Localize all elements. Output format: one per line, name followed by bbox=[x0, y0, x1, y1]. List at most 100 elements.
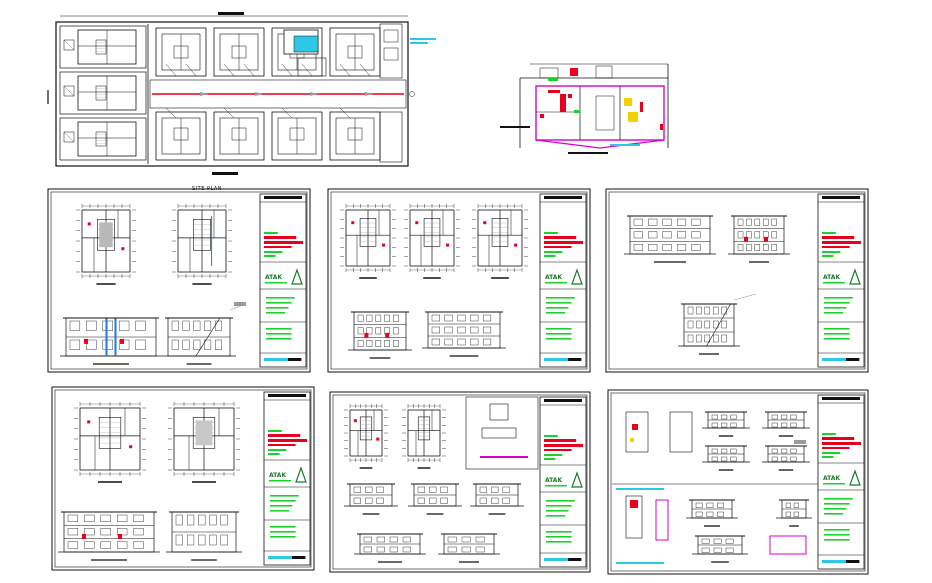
sheet-number-bar bbox=[845, 560, 860, 563]
logo-text: ATAK bbox=[265, 274, 282, 281]
logo-text: ATAK bbox=[823, 475, 840, 482]
window bbox=[389, 536, 399, 543]
window bbox=[402, 536, 412, 543]
stair-diag bbox=[710, 331, 715, 340]
green-note-line bbox=[824, 529, 850, 531]
green-note-line bbox=[270, 531, 296, 533]
right-room bbox=[383, 47, 399, 61]
window bbox=[717, 502, 724, 508]
window bbox=[116, 528, 128, 536]
green-note-line bbox=[270, 536, 296, 538]
green-note-line bbox=[546, 297, 575, 299]
logo-text: ATAK bbox=[269, 472, 286, 479]
elevation bbox=[728, 215, 790, 263]
window bbox=[721, 320, 727, 329]
window bbox=[754, 218, 761, 226]
window bbox=[483, 338, 492, 346]
red-marker bbox=[548, 90, 560, 93]
window bbox=[133, 528, 144, 536]
sheet-2: ATAK bbox=[327, 188, 591, 373]
window bbox=[754, 244, 761, 251]
window bbox=[220, 514, 228, 526]
fixture-red bbox=[87, 420, 91, 424]
fixture-red bbox=[351, 221, 355, 225]
window bbox=[363, 536, 373, 543]
fixture-red bbox=[415, 221, 419, 225]
window bbox=[393, 314, 399, 322]
green-spec-bar bbox=[544, 458, 556, 460]
elevation bbox=[166, 511, 242, 561]
window bbox=[771, 218, 777, 226]
green-note-line bbox=[546, 505, 572, 507]
red-spec-bar bbox=[264, 241, 304, 244]
window bbox=[375, 340, 382, 347]
red-spec-bar bbox=[268, 444, 296, 446]
triangle-icon bbox=[849, 268, 861, 285]
road-label-bar bbox=[212, 172, 238, 175]
detail-box bbox=[489, 403, 509, 421]
window bbox=[701, 547, 710, 553]
carport-diag bbox=[63, 39, 75, 51]
window bbox=[198, 534, 206, 546]
detail-plan bbox=[625, 411, 649, 453]
window bbox=[470, 338, 479, 346]
window bbox=[209, 534, 217, 546]
green-note-line bbox=[546, 307, 569, 309]
window bbox=[491, 497, 499, 504]
house-lot bbox=[59, 117, 147, 161]
red-fixture bbox=[568, 94, 572, 98]
window bbox=[691, 244, 701, 251]
window bbox=[393, 340, 399, 347]
green-note-line bbox=[266, 302, 292, 304]
window bbox=[135, 339, 146, 350]
logo-text: ATAK bbox=[545, 274, 562, 281]
sheet-6: ATAK bbox=[607, 389, 869, 575]
triangle-icon bbox=[849, 469, 861, 486]
red-spec-bar bbox=[544, 444, 584, 447]
fixture-red bbox=[382, 243, 386, 247]
window bbox=[365, 486, 373, 493]
villa-driveway bbox=[243, 63, 255, 77]
window bbox=[67, 528, 79, 536]
red-column bbox=[560, 94, 566, 112]
villa-stair bbox=[347, 45, 363, 59]
window bbox=[754, 231, 761, 239]
magenta-elevation bbox=[769, 535, 807, 555]
villa-unit bbox=[155, 27, 207, 77]
green-spec-bar bbox=[268, 449, 287, 451]
green-marker bbox=[548, 78, 558, 81]
villa-driveway bbox=[165, 107, 177, 119]
green-note-line bbox=[546, 515, 566, 517]
window bbox=[457, 326, 466, 334]
window bbox=[721, 414, 728, 420]
green-spec-bar bbox=[544, 232, 558, 234]
floor-plan bbox=[172, 204, 232, 285]
window bbox=[687, 306, 694, 315]
entry-box bbox=[595, 65, 613, 79]
villa-stair bbox=[231, 45, 247, 59]
red-fixture bbox=[660, 124, 663, 130]
door-red bbox=[744, 236, 748, 242]
green-note-line bbox=[824, 297, 853, 299]
carport-diag bbox=[63, 131, 75, 143]
green-note-line bbox=[546, 328, 572, 330]
window bbox=[220, 534, 228, 546]
fixture-red bbox=[483, 221, 487, 225]
window bbox=[706, 502, 714, 508]
title-block: ATAK bbox=[259, 193, 307, 368]
red-spec-bar bbox=[544, 236, 577, 239]
sheet-border bbox=[51, 386, 315, 571]
cyan-note bbox=[822, 358, 845, 361]
carport-diag bbox=[63, 85, 75, 97]
green-note-line bbox=[266, 338, 292, 340]
window bbox=[771, 244, 777, 251]
floor-plan bbox=[344, 404, 388, 469]
window bbox=[771, 456, 778, 462]
window bbox=[100, 514, 111, 522]
elevation bbox=[60, 317, 162, 365]
green-spec-bar bbox=[822, 255, 834, 257]
atak-logo: ATAK bbox=[269, 466, 307, 483]
window bbox=[633, 231, 643, 239]
window bbox=[746, 244, 752, 251]
window bbox=[704, 306, 711, 315]
